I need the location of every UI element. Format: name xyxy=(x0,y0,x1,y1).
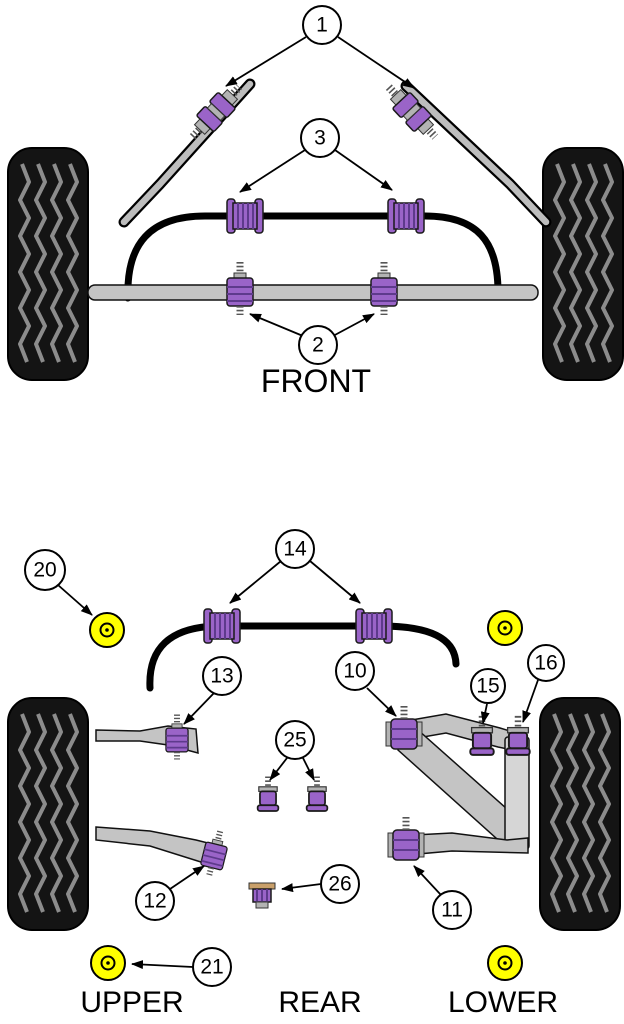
svg-text:14: 14 xyxy=(283,538,307,561)
arrow-13 xyxy=(183,692,215,725)
front-bar-bushing-right xyxy=(387,198,425,234)
front-right-drop-link xyxy=(400,80,552,228)
knuckle-side-bushing-16 xyxy=(506,716,529,755)
yellow-bushing-bottom-right xyxy=(487,945,523,981)
callout-20: 20 xyxy=(24,549,66,591)
upper-arm-bushing xyxy=(166,715,188,760)
arrow-21 xyxy=(131,960,194,970)
rear-knuckle xyxy=(394,713,530,857)
rear-right-tire xyxy=(540,698,620,930)
callout-13: 13 xyxy=(202,656,242,696)
rear-bar-bushing-left xyxy=(203,608,241,644)
rear-section: 14 20 13 10 15 16 25 12 26 11 21 xyxy=(8,529,620,1019)
upper-label: UPPER xyxy=(80,986,183,1019)
arrow-20 xyxy=(57,584,93,616)
svg-text:10: 10 xyxy=(343,660,366,683)
arrow-12 xyxy=(169,865,205,890)
front-rack-bushing-left xyxy=(227,262,253,315)
svg-text:26: 26 xyxy=(328,873,351,896)
svg-text:13: 13 xyxy=(210,665,233,688)
arrow-25-right xyxy=(302,757,315,781)
svg-text:16: 16 xyxy=(534,652,557,675)
front-bar-bushing-left xyxy=(226,198,264,234)
svg-text:12: 12 xyxy=(143,890,166,913)
small-bushing-25-left xyxy=(258,776,279,811)
front-right-tire xyxy=(543,148,623,380)
rear-left-tire xyxy=(8,698,88,930)
rear-label: REAR xyxy=(278,986,361,1019)
svg-text:3: 3 xyxy=(314,127,326,150)
arrow-1-right xyxy=(337,36,415,89)
knuckle-lower-bushing xyxy=(388,817,424,860)
svg-text:11: 11 xyxy=(441,899,463,922)
small-bushing-25-right xyxy=(307,776,328,811)
front-section: 1 3 2 FRONT xyxy=(8,5,623,399)
yellow-bushing-bottom-left xyxy=(90,945,126,981)
arrow-26 xyxy=(281,883,322,893)
mount-bushing-26 xyxy=(248,882,276,909)
arrow-11 xyxy=(413,865,442,896)
lower-arm-bushing xyxy=(199,829,231,878)
lower-label: LOWER xyxy=(448,986,558,1019)
front-track-bar xyxy=(87,284,539,301)
svg-text:21: 21 xyxy=(200,956,223,979)
arrow-2-right xyxy=(332,313,375,337)
arrow-3-left xyxy=(239,149,306,193)
front-rack-bushing-right xyxy=(371,262,397,315)
arrow-14-right xyxy=(309,560,361,604)
front-left-tire xyxy=(8,148,88,380)
arrow-3-right xyxy=(334,149,393,191)
arrow-25-left xyxy=(269,757,288,781)
rear-bar-bushing-right xyxy=(355,608,393,644)
yellow-bushing-top-right xyxy=(487,610,523,646)
arrow-16 xyxy=(522,679,539,723)
arrow-14-left xyxy=(229,560,282,604)
arrow-10 xyxy=(366,687,397,717)
yellow-bushing-top-left xyxy=(89,612,125,648)
callout-10: 10 xyxy=(335,651,375,691)
svg-text:20: 20 xyxy=(33,559,56,582)
callout-2: 2 xyxy=(298,325,338,365)
svg-text:2: 2 xyxy=(312,334,324,357)
callout-21: 21 xyxy=(192,947,232,987)
arrow-2-left xyxy=(249,313,304,337)
front-antiroll-bar xyxy=(124,212,502,302)
callout-11: 11 xyxy=(432,890,472,930)
svg-text:25: 25 xyxy=(283,729,306,752)
rear-antiroll-bar xyxy=(146,622,460,692)
arrow-1-left xyxy=(225,36,307,87)
callout-1: 1 xyxy=(302,5,342,45)
callout-12: 12 xyxy=(135,881,175,921)
svg-text:1: 1 xyxy=(316,14,328,37)
front-label: FRONT xyxy=(261,363,371,399)
callout-16: 16 xyxy=(527,644,565,682)
callout-25: 25 xyxy=(275,720,315,760)
callout-3: 3 xyxy=(300,118,340,158)
callout-14: 14 xyxy=(275,529,315,569)
callout-26: 26 xyxy=(320,864,360,904)
callout-15: 15 xyxy=(470,668,506,704)
svg-text:15: 15 xyxy=(476,675,499,698)
arrow-15 xyxy=(480,703,490,724)
